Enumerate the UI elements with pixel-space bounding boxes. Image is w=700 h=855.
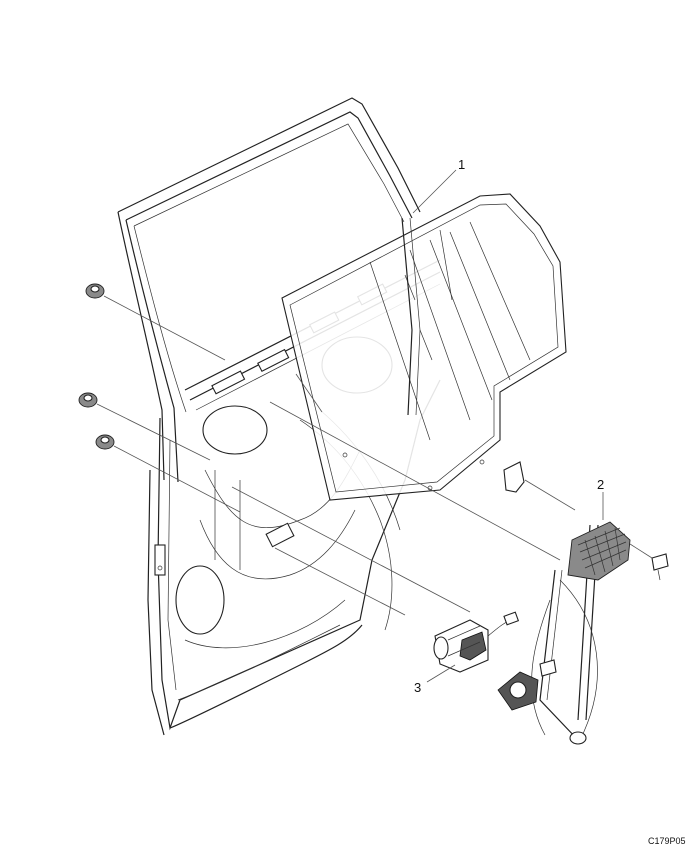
assembly-leader-lines bbox=[96, 295, 653, 616]
callout-2: 2 bbox=[597, 477, 604, 492]
callout-1: 1 bbox=[458, 157, 465, 172]
callout-3: 3 bbox=[414, 680, 421, 695]
callout-1-leader bbox=[412, 169, 457, 214]
glass-clip bbox=[503, 461, 525, 493]
grommet-1 bbox=[85, 283, 105, 299]
callout-3-leader bbox=[426, 664, 456, 683]
window-motor bbox=[433, 611, 520, 673]
window-regulator bbox=[497, 521, 631, 745]
grommet-3 bbox=[95, 434, 115, 450]
figure-code: C179P05 bbox=[648, 836, 686, 846]
door-glass bbox=[281, 193, 567, 501]
regulator-bolt bbox=[651, 553, 669, 581]
grommet-2 bbox=[78, 392, 98, 408]
